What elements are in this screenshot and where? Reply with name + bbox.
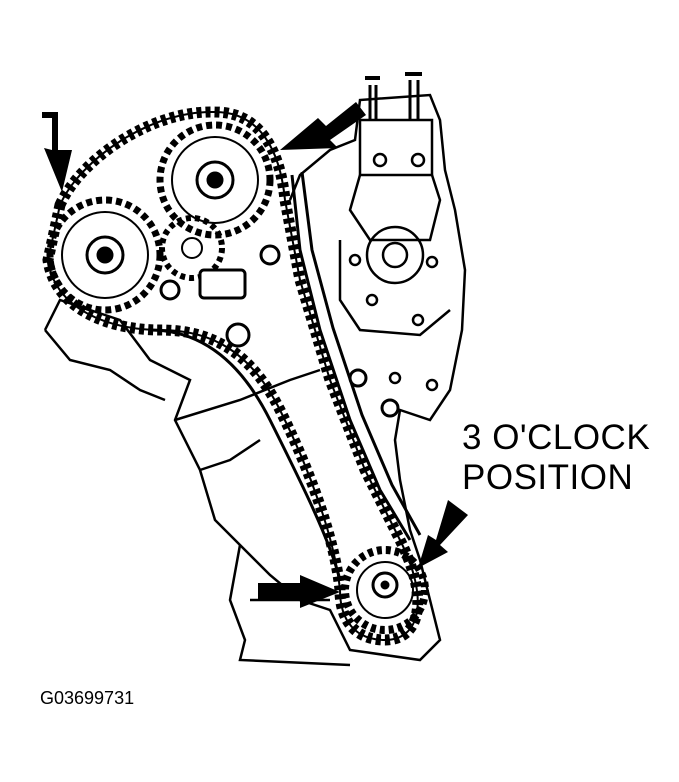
timing-chain	[42, 106, 424, 646]
callout-line-2: POSITION	[462, 458, 634, 497]
arrow-crank-left	[258, 575, 340, 608]
callout-line-1: 3 O'CLOCK	[462, 418, 651, 457]
idler-gear	[159, 215, 225, 281]
right-cam-sprocket	[156, 121, 274, 239]
cylinder-head	[338, 72, 451, 392]
left-cam-sprocket	[46, 196, 164, 314]
three-oclock-position-callout: 3 O'CLOCK POSITION	[462, 418, 650, 498]
arrow-right-cam-mark	[280, 102, 366, 150]
tensioner-bolts	[159, 244, 400, 418]
chain-guides	[149, 171, 422, 581]
figure-id: G03699731	[40, 688, 135, 708]
arrow-crank-3oclock	[418, 500, 468, 568]
arrow-left-cam-mark	[42, 112, 72, 192]
crankshaft-sprocket	[341, 546, 429, 634]
